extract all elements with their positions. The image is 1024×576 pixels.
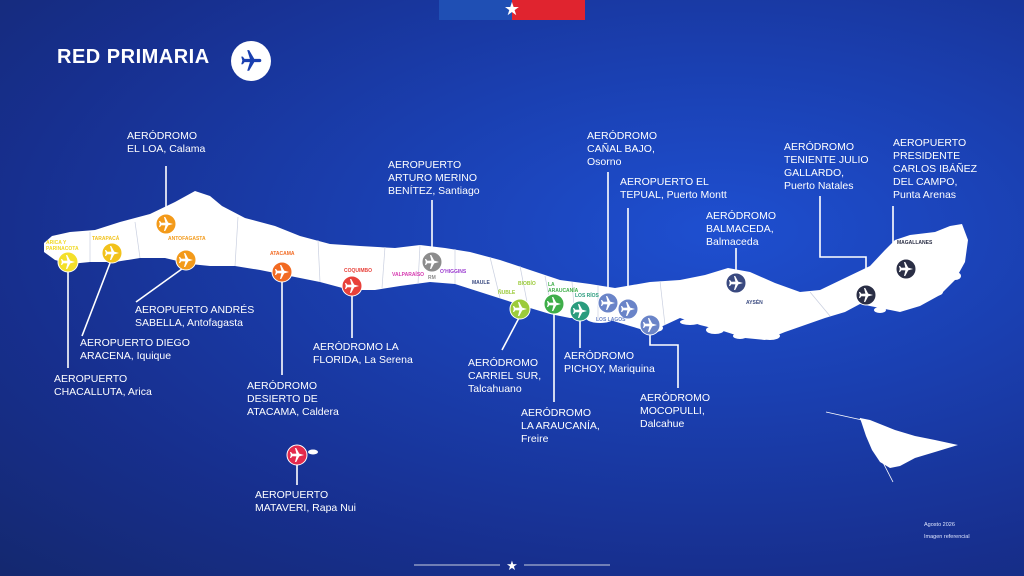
airport-marker-mocopulli[interactable] — [639, 314, 661, 336]
airplane-icon — [601, 296, 615, 310]
chile-flag-icon: ★ — [439, 0, 585, 20]
flag-red-stripe — [512, 0, 585, 20]
airport-marker-andres-sabella[interactable] — [175, 249, 197, 271]
region-label-biobio: BIOBÍO — [518, 281, 536, 287]
airplane-icon — [547, 297, 561, 311]
airplane-icon — [105, 246, 119, 260]
antarctic-boundary-line — [859, 417, 894, 483]
airplane-icon — [231, 41, 271, 81]
footnote-date: Agosto 2026 — [924, 522, 955, 528]
mainland-shape — [44, 191, 968, 340]
airplane-icon — [61, 255, 75, 269]
region-label-antofagasta: ANTOFAGASTA — [168, 236, 206, 242]
airplane-icon — [573, 304, 587, 318]
connector-lines — [67, 166, 907, 485]
region-label-nuble: ÑUBLE — [498, 290, 516, 296]
bottom-decoration: ★ — [414, 559, 610, 574]
airport-marker-pichoy[interactable] — [569, 300, 591, 322]
airport-marker-diego-aracena[interactable] — [101, 242, 123, 264]
airplane-icon — [621, 302, 635, 316]
page-title: RED PRIMARIA — [57, 46, 210, 68]
region-label-aysen: AYSÉN — [746, 300, 763, 306]
airplane-icon — [275, 265, 289, 279]
airport-marker-desierto-atacama[interactable] — [271, 261, 293, 283]
region-label-maule: MAULE — [472, 280, 490, 286]
region-label-tarapaca: TARAPACÁ — [92, 236, 120, 242]
airplane-icon — [643, 318, 657, 332]
airport-marker-carlos-ibanez[interactable] — [895, 258, 917, 280]
antarctic-boundary-line-2 — [825, 411, 863, 421]
rapa-nui-island — [308, 449, 318, 455]
airport-marker-arturo-merino[interactable] — [421, 251, 443, 273]
airport-marker-balmaceda[interactable] — [725, 272, 747, 294]
airplane-icon — [729, 276, 743, 290]
airport-marker-la-araucania[interactable] — [543, 293, 565, 315]
region-label-los-rios: LOS RÍOS — [575, 293, 599, 299]
region-borders — [89, 216, 831, 326]
airport-marker-carriel-sur[interactable] — [509, 298, 531, 320]
region-label-valparaiso: VALPARAÍSO — [392, 272, 425, 278]
airport-marker-la-florida[interactable] — [341, 275, 363, 297]
region-label-atacama: ATACAMA — [270, 251, 295, 257]
airport-marker-el-tepual[interactable] — [617, 298, 639, 320]
airport-marker-chacalluta[interactable] — [57, 251, 79, 273]
airplane-icon — [179, 253, 193, 267]
airplane-icon — [290, 448, 304, 462]
region-label-los-lagos: LOS LAGOS — [596, 317, 626, 323]
flag-star-icon: ★ — [503, 0, 520, 20]
region-label-araucania: LA ARAUCANÍA — [548, 282, 579, 294]
region-label-coquimbo: COQUIMBO — [344, 268, 373, 274]
airport-marker-teniente-gallardo[interactable] — [855, 284, 877, 306]
airport-marker-canal-bajo[interactable] — [597, 292, 619, 314]
airplane-icon — [425, 255, 439, 269]
airplane-icon — [859, 288, 873, 302]
airplane-icon — [345, 279, 359, 293]
footnote-note: Imagen referencial — [924, 534, 970, 540]
region-label-arica: ARICA Y PARINACOTA — [46, 240, 79, 252]
region-label-ohiggins: O'HIGGINS — [440, 269, 467, 275]
airplane-icon — [513, 302, 527, 316]
airplane-icon — [899, 262, 913, 276]
airport-marker-mataveri[interactable] — [286, 444, 308, 466]
region-label-rm: RM — [428, 275, 436, 281]
region-label-magallanes: MAGALLANES — [897, 240, 933, 246]
flag-blue-stripe: ★ — [439, 0, 520, 20]
airplane-icon — [159, 217, 173, 231]
antarctic-territory-shape — [860, 418, 958, 468]
svg-text:★: ★ — [506, 559, 518, 574]
airport-marker-el-loa[interactable] — [155, 213, 177, 235]
